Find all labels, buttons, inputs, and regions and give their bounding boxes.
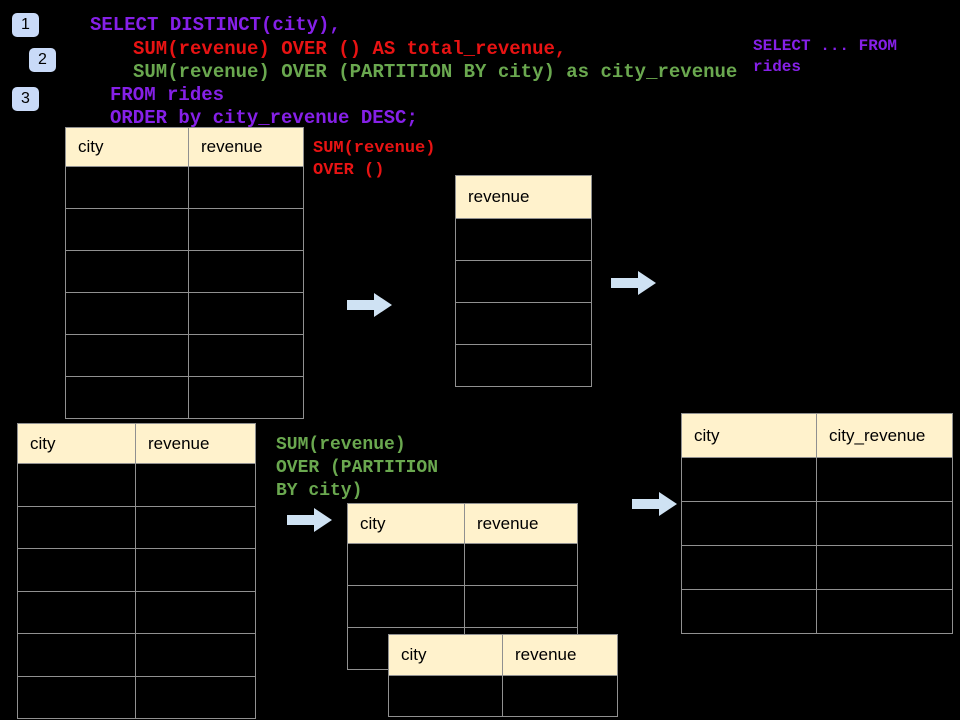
table-row (455, 260, 592, 303)
table-row (17, 590, 256, 634)
select-from-rides-note: SELECT ... FROM rides (753, 37, 898, 76)
empty-cell (17, 590, 136, 634)
step-3-badge: 3 (12, 87, 39, 111)
table-row (347, 543, 578, 586)
empty-cell (188, 334, 304, 377)
sql-line-from: FROM rides (110, 84, 225, 106)
table-row (17, 675, 256, 719)
empty-cell (455, 344, 592, 387)
empty-cell (135, 590, 256, 634)
table-row (65, 292, 304, 335)
source-table-bottom: city revenue (17, 423, 256, 719)
sum-partition-annotation: SUM(revenue) OVER (PARTITION BY city) (276, 435, 439, 501)
source-table-top: city revenue (65, 127, 304, 419)
empty-cell (464, 543, 578, 586)
column-header-revenue: revenue (188, 127, 304, 167)
table-row (65, 250, 304, 293)
step-2-badge: 2 (29, 48, 56, 72)
empty-cell (816, 589, 953, 634)
table-row (681, 501, 953, 546)
empty-cell (135, 463, 256, 507)
empty-cell (135, 675, 256, 719)
step-1-badge: 1 (12, 13, 39, 37)
empty-cell (135, 548, 256, 592)
column-header-revenue: revenue (502, 634, 618, 676)
empty-cell (65, 250, 189, 293)
partitioned-overlay-table: city revenue (388, 634, 618, 717)
table-row (347, 585, 578, 628)
column-header-city: city (347, 503, 465, 544)
table-row (388, 675, 618, 717)
right-arrow-icon (611, 270, 657, 296)
table-row (681, 545, 953, 590)
column-header-revenue: revenue (135, 423, 256, 464)
table-row (17, 505, 256, 549)
table-row (17, 548, 256, 592)
total-revenue-table: revenue (455, 175, 592, 387)
empty-cell (347, 543, 465, 586)
sql-line-select: SELECT DISTINCT(city), (90, 14, 341, 36)
column-header-revenue: revenue (455, 175, 592, 219)
empty-cell (188, 376, 304, 419)
table-row (65, 376, 304, 419)
column-header-city: city (17, 423, 136, 464)
empty-cell (455, 260, 592, 303)
empty-cell (65, 208, 189, 251)
empty-cell (65, 166, 189, 209)
empty-cell (17, 505, 136, 549)
empty-cell (65, 376, 189, 419)
table-row (455, 218, 592, 261)
empty-cell (816, 545, 953, 590)
empty-cell (135, 633, 256, 677)
table-row (65, 334, 304, 377)
table-row (455, 302, 592, 345)
right-arrow-icon (287, 507, 333, 533)
empty-cell (65, 334, 189, 377)
table-row (65, 208, 304, 251)
empty-cell (388, 675, 503, 717)
sql-line-total: SUM(revenue) OVER () AS total_revenue, (133, 38, 567, 60)
table-row (17, 633, 256, 677)
sql-line-partition: SUM(revenue) OVER (PARTITION BY city) as… (133, 61, 738, 83)
empty-cell (17, 675, 136, 719)
empty-cell (681, 589, 817, 634)
empty-cell (347, 585, 465, 628)
table-row (455, 344, 592, 387)
empty-cell (455, 302, 592, 345)
empty-cell (681, 501, 817, 546)
sum-over-annotation: SUM(revenue) OVER () (313, 139, 436, 180)
empty-cell (464, 585, 578, 628)
empty-cell (188, 250, 304, 293)
table-row (65, 166, 304, 209)
table-row (681, 457, 953, 502)
right-arrow-icon (347, 292, 393, 318)
empty-cell (188, 208, 304, 251)
empty-cell (135, 505, 256, 549)
empty-cell (17, 633, 136, 677)
column-header-revenue: revenue (464, 503, 578, 544)
table-row (681, 589, 953, 634)
empty-cell (681, 457, 817, 502)
empty-cell (65, 292, 189, 335)
empty-cell (681, 545, 817, 590)
empty-cell (188, 166, 304, 209)
empty-cell (816, 501, 953, 546)
empty-cell (188, 292, 304, 335)
table-row (17, 463, 256, 507)
sql-line-order: ORDER by city_revenue DESC; (110, 107, 418, 129)
column-header-city-revenue: city_revenue (816, 413, 953, 458)
empty-cell (816, 457, 953, 502)
column-header-city: city (388, 634, 503, 676)
empty-cell (17, 463, 136, 507)
empty-cell (17, 548, 136, 592)
column-header-city: city (65, 127, 189, 167)
empty-cell (502, 675, 618, 717)
empty-cell (455, 218, 592, 261)
column-header-city: city (681, 413, 817, 458)
city-revenue-table: city city_revenue (681, 413, 953, 634)
right-arrow-icon (632, 491, 678, 517)
